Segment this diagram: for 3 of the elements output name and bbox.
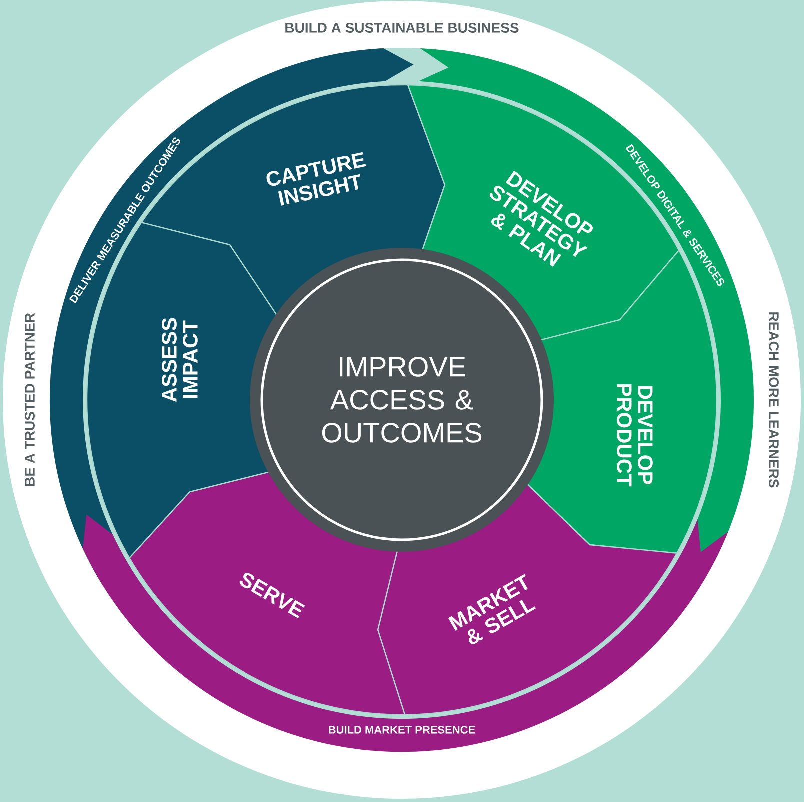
ring-label: BUILD A SUSTAINABLE BUSINESS [286, 23, 519, 33]
ring-label: REACH MORE LEARNERS [769, 312, 779, 488]
ring-label: BE A TRUSTED PARTNER [25, 313, 35, 486]
